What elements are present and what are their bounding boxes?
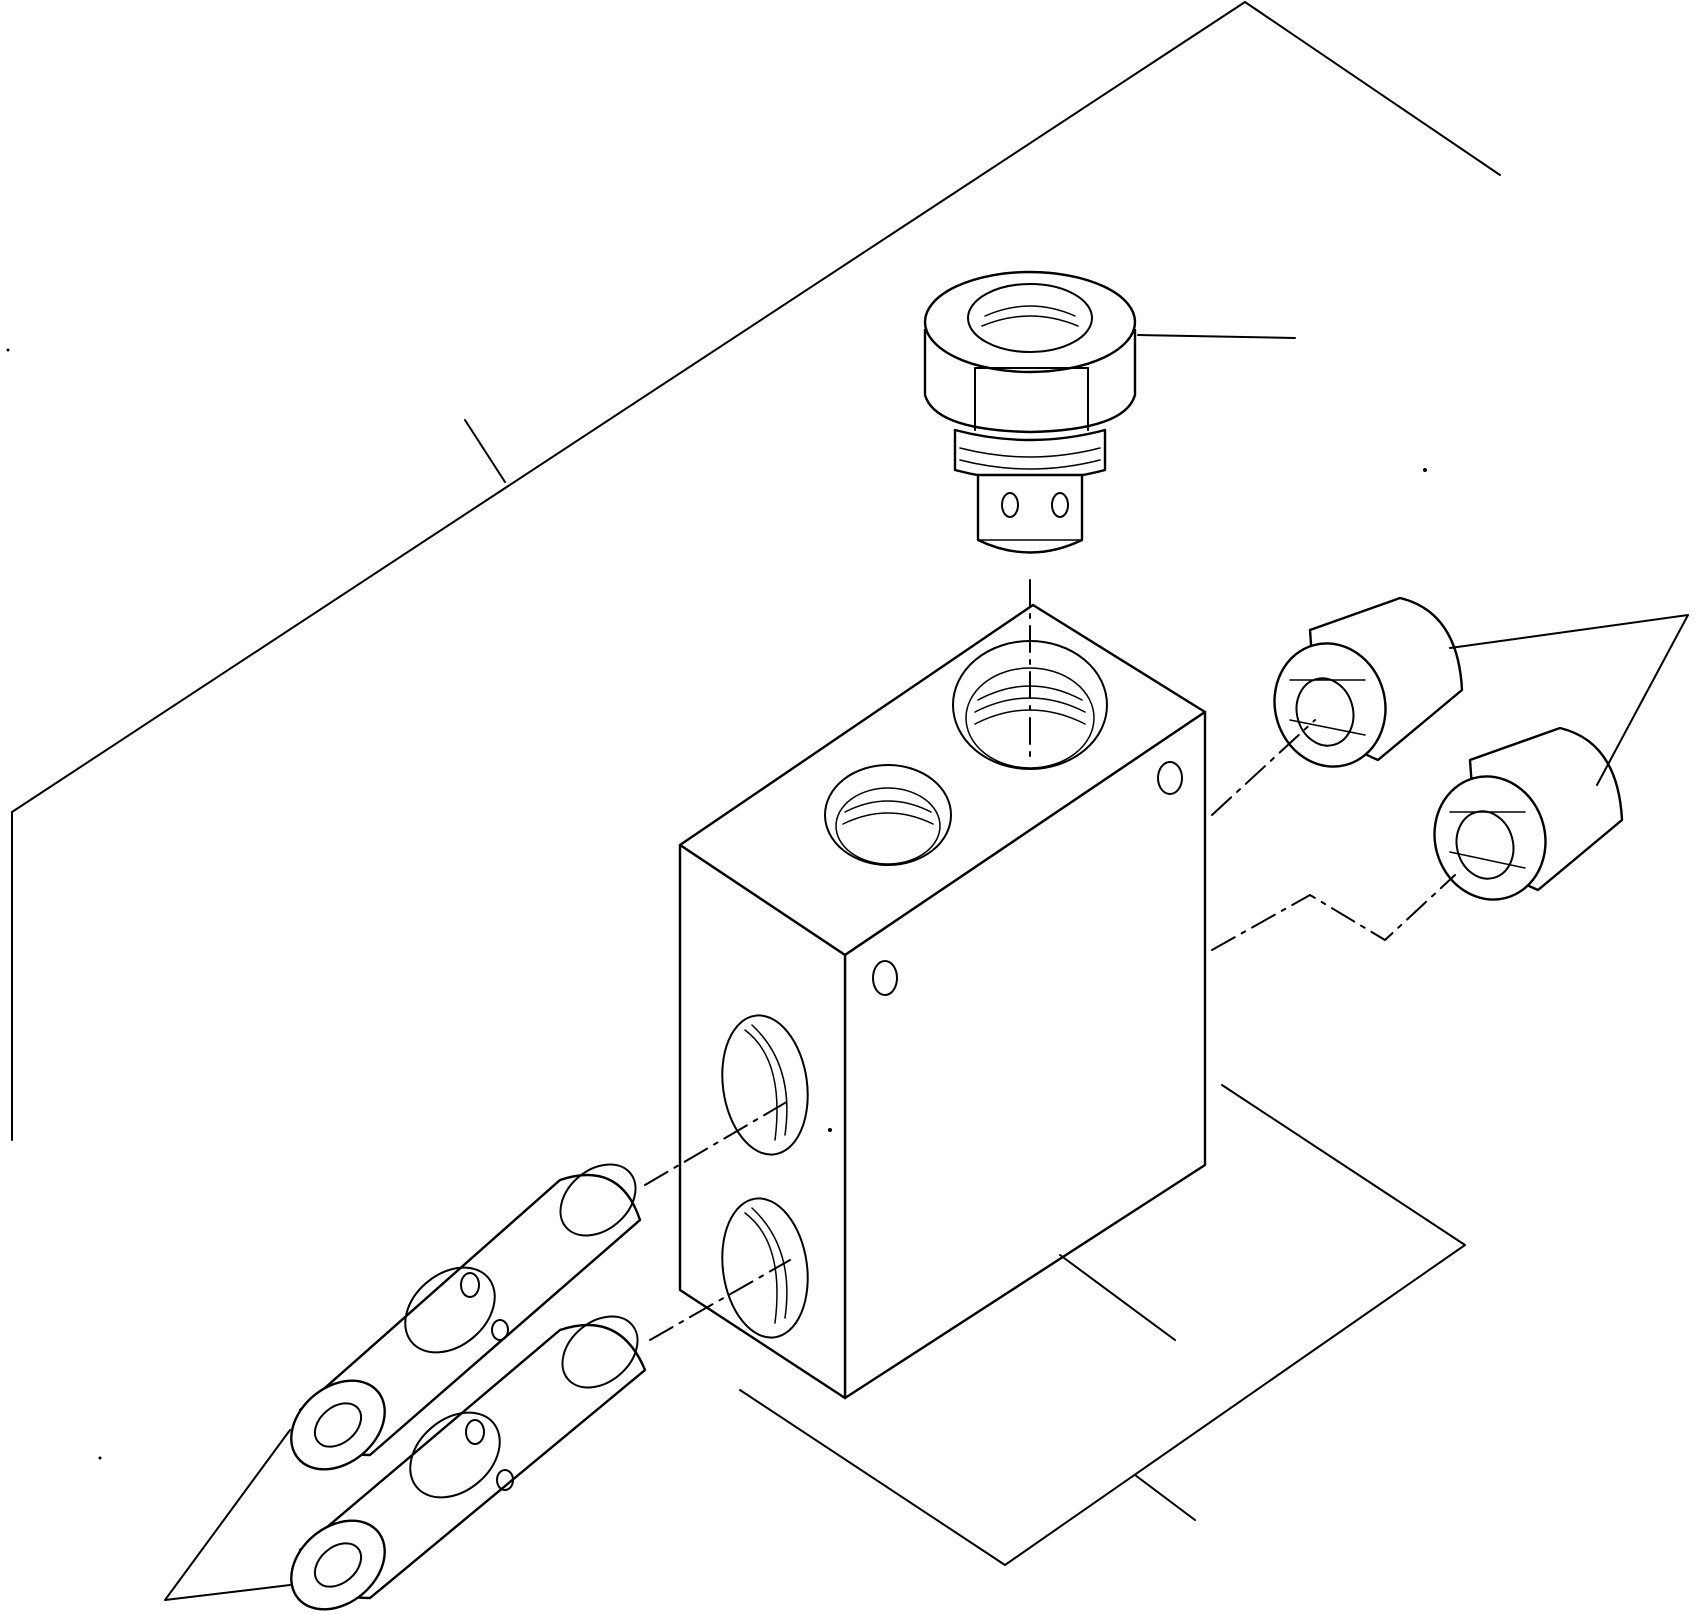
top-cartridge-valve [923,270,1137,554]
top-port-small [824,764,952,866]
valve-block [678,603,1207,1400]
center-lines [644,579,1456,1341]
assembly-bracket-lines [11,1,1501,1141]
spool-upper [290,1163,642,1471]
plug-lower [1433,726,1624,901]
leader-lines [164,334,1689,1601]
side-port-upper [721,1014,809,1156]
side-port-lower [721,1197,809,1339]
plug-upper [1273,596,1464,768]
spool-lower [290,1315,647,1611]
mounting-hole-right [1157,761,1183,795]
mounting-hole-front [872,960,898,996]
scan-specks [6,348,1427,1460]
